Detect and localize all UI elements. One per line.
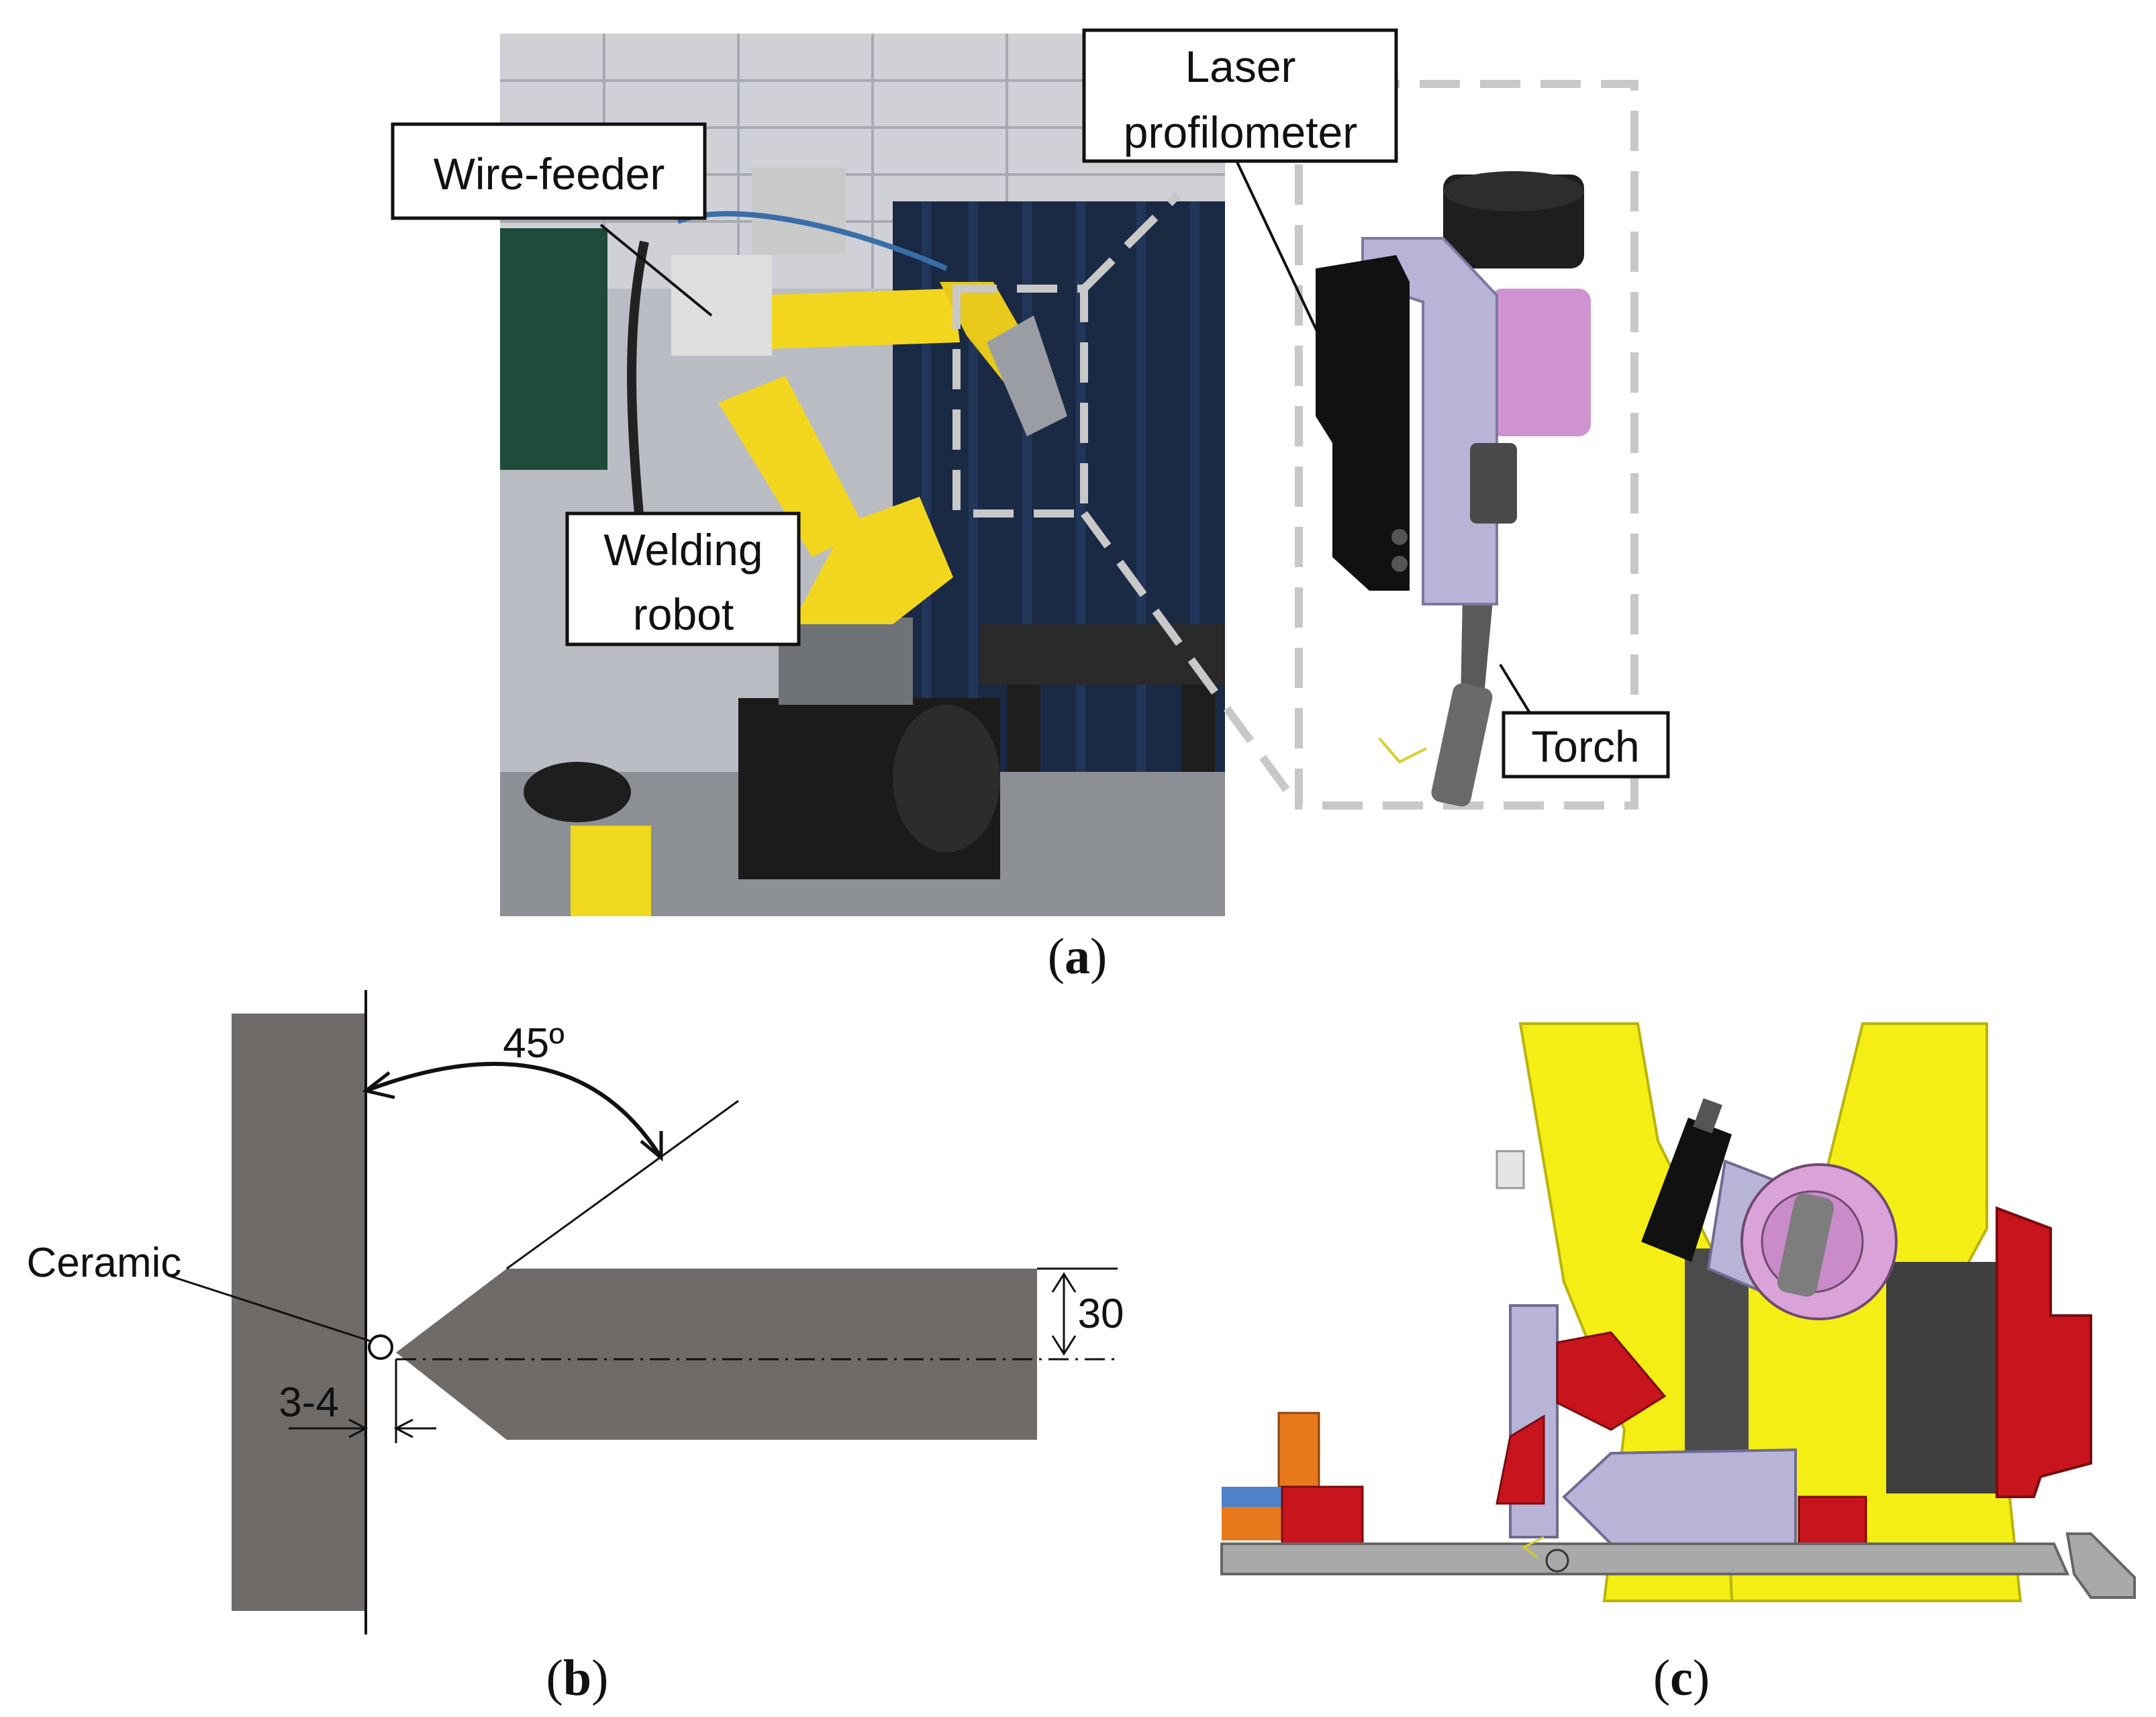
- callout-torch: Torch: [1502, 711, 1670, 779]
- caption-c-letter: c: [1670, 1650, 1693, 1706]
- torch-cad-render: [1316, 171, 1591, 807]
- caption-c: (c): [1653, 1650, 1710, 1706]
- ceramic-label: Ceramic: [27, 1240, 182, 1286]
- thickness-label: 30: [1078, 1291, 1124, 1337]
- zoom-indicator: [952, 80, 1638, 810]
- label-welding-line1: Welding: [603, 525, 763, 575]
- label-laser-line1: Laser: [1185, 42, 1295, 91]
- vertical-plate: [232, 1014, 366, 1611]
- gap-label: 3-4: [279, 1379, 339, 1426]
- caption-a: (a): [1048, 928, 1108, 985]
- angle-label: 45º: [503, 1020, 565, 1067]
- beveled-plate: [396, 1269, 1037, 1440]
- label-torch: Torch: [1531, 722, 1639, 771]
- ceramic-backing: [368, 1334, 393, 1360]
- label-wire-feeder: Wire-feeder: [434, 149, 665, 199]
- laser-profilometer-body: [1316, 255, 1410, 591]
- label-laser-line2: profilometer: [1124, 107, 1357, 157]
- label-welding-line2: robot: [633, 589, 734, 639]
- angle-arc: [364, 1062, 663, 1159]
- panel-b: 45º Ceramic 3-4 30 (b): [27, 990, 1124, 1706]
- callout-wire-feeder: Wire-feeder: [391, 122, 707, 220]
- callout-welding-robot: Welding robot: [565, 511, 801, 646]
- panel-a: Laser profilometer Wire-feeder Welding r…: [391, 28, 1670, 985]
- callout-laser-profilometer: Laser profilometer: [1082, 28, 1398, 163]
- caption-b-letter: b: [563, 1650, 591, 1706]
- setup-cad-render: [1220, 1022, 2136, 1602]
- panel-c: (c): [1220, 1022, 2136, 1706]
- caption-b: (b): [546, 1650, 609, 1706]
- caption-a-letter: a: [1065, 928, 1090, 985]
